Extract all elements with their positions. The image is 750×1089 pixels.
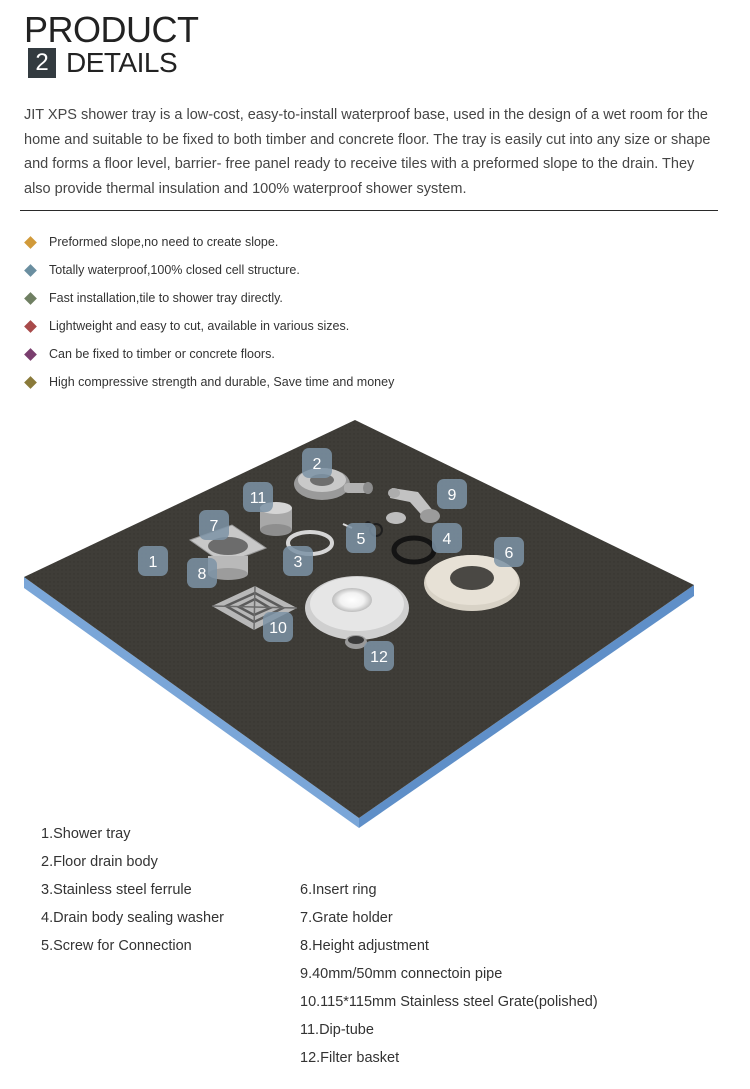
feature-text: Totally waterproof,100% closed cell stru… [49,263,300,277]
svg-text:12: 12 [370,649,388,666]
svg-text:5: 5 [357,531,366,548]
svg-text:6: 6 [505,545,514,562]
callout-7: 7 [199,510,229,540]
feature-item: Fast installation,tile to shower tray di… [22,284,394,312]
connection-pipe [388,488,440,523]
callout-1: 1 [138,546,168,576]
svg-text:9: 9 [448,487,457,504]
callout-11: 11 [243,482,273,512]
feature-item: High compressive strength and durable, S… [22,368,394,396]
part-item: 8.Height adjustment [300,938,429,954]
feature-text: Preformed slope,no need to create slope. [49,235,279,249]
diamond-bullet-icon [24,375,37,389]
intro-paragraph: JIT XPS shower tray is a low-cost, easy-… [24,107,711,197]
svg-text:11: 11 [250,490,267,507]
part-item: 10.115*115mm Stainless steel Grate(polis… [300,994,598,1010]
feature-item: Preformed slope,no need to create slope. [22,228,394,256]
callout-5: 5 [346,523,376,553]
callout-9: 9 [437,479,467,509]
diamond-bullet-icon [24,235,37,249]
parts-list-left: 1.Shower tray 2.Floor drain body 3.Stain… [41,820,224,960]
part-item: 9.40mm/50mm connectoin pipe [300,966,503,982]
feature-item: Can be fixed to timber or concrete floor… [22,340,394,368]
part-item: 3.Stainless steel ferrule [41,882,192,898]
feature-text: Fast installation,tile to shower tray di… [49,291,283,305]
svg-text:7: 7 [210,518,219,535]
callout-8: 8 [187,558,217,588]
shower-tray-illustration: 1 2 3 4 5 6 7 8 9 10 11 12 [24,420,694,828]
svg-text:8: 8 [198,566,207,583]
svg-text:4: 4 [443,531,452,548]
part-item: 12.Filter basket [300,1050,400,1066]
section-number-badge: 2 [28,48,56,78]
callout-2: 2 [302,448,332,478]
diamond-bullet-icon [24,347,37,361]
insert-ring [424,555,520,611]
part-item: 1.Shower tray [41,826,131,842]
page-title: PRODUCT [24,9,199,50]
feature-item: Lightweight and easy to cut, available i… [22,312,394,340]
dip-tube [260,502,292,536]
callout-4: 4 [432,523,462,553]
feature-text: High compressive strength and durable, S… [49,375,395,389]
part-item: 11.Dip-tube [300,1022,374,1038]
section-subtitle: DETAILS [66,47,178,78]
callout-12: 12 [364,641,394,671]
stainless-steel-grate [211,585,298,631]
svg-text:3: 3 [294,554,303,571]
part-item: 2.Floor drain body [41,854,158,870]
filter-basket [345,635,367,649]
feature-text: Lightweight and easy to cut, available i… [49,319,350,333]
part-item: 5.Screw for Connection [41,938,192,954]
diamond-bullet-icon [24,291,37,305]
svg-text:1: 1 [149,554,158,571]
diamond-bullet-icon [24,263,37,277]
part-item: 6.Insert ring [300,882,377,898]
feature-list: Preformed slope,no need to create slope.… [22,228,394,396]
part-item: 7.Grate holder [300,910,393,926]
feature-item: Totally waterproof,100% closed cell stru… [22,256,394,284]
svg-text:10: 10 [269,620,287,637]
callout-3: 3 [283,546,313,576]
section-heading: 2 DETAILS [28,47,178,78]
divider [20,210,718,211]
part-item: 4.Drain body sealing washer [41,910,224,926]
diamond-bullet-icon [24,319,37,333]
callout-10: 10 [263,612,293,642]
drain-flange [305,576,409,640]
svg-text:2: 2 [313,456,322,473]
feature-text: Can be fixed to timber or concrete floor… [49,347,275,361]
callout-6: 6 [494,537,524,567]
parts-list-right: 6.Insert ring 7.Grate holder 8.Height ad… [300,876,598,1072]
